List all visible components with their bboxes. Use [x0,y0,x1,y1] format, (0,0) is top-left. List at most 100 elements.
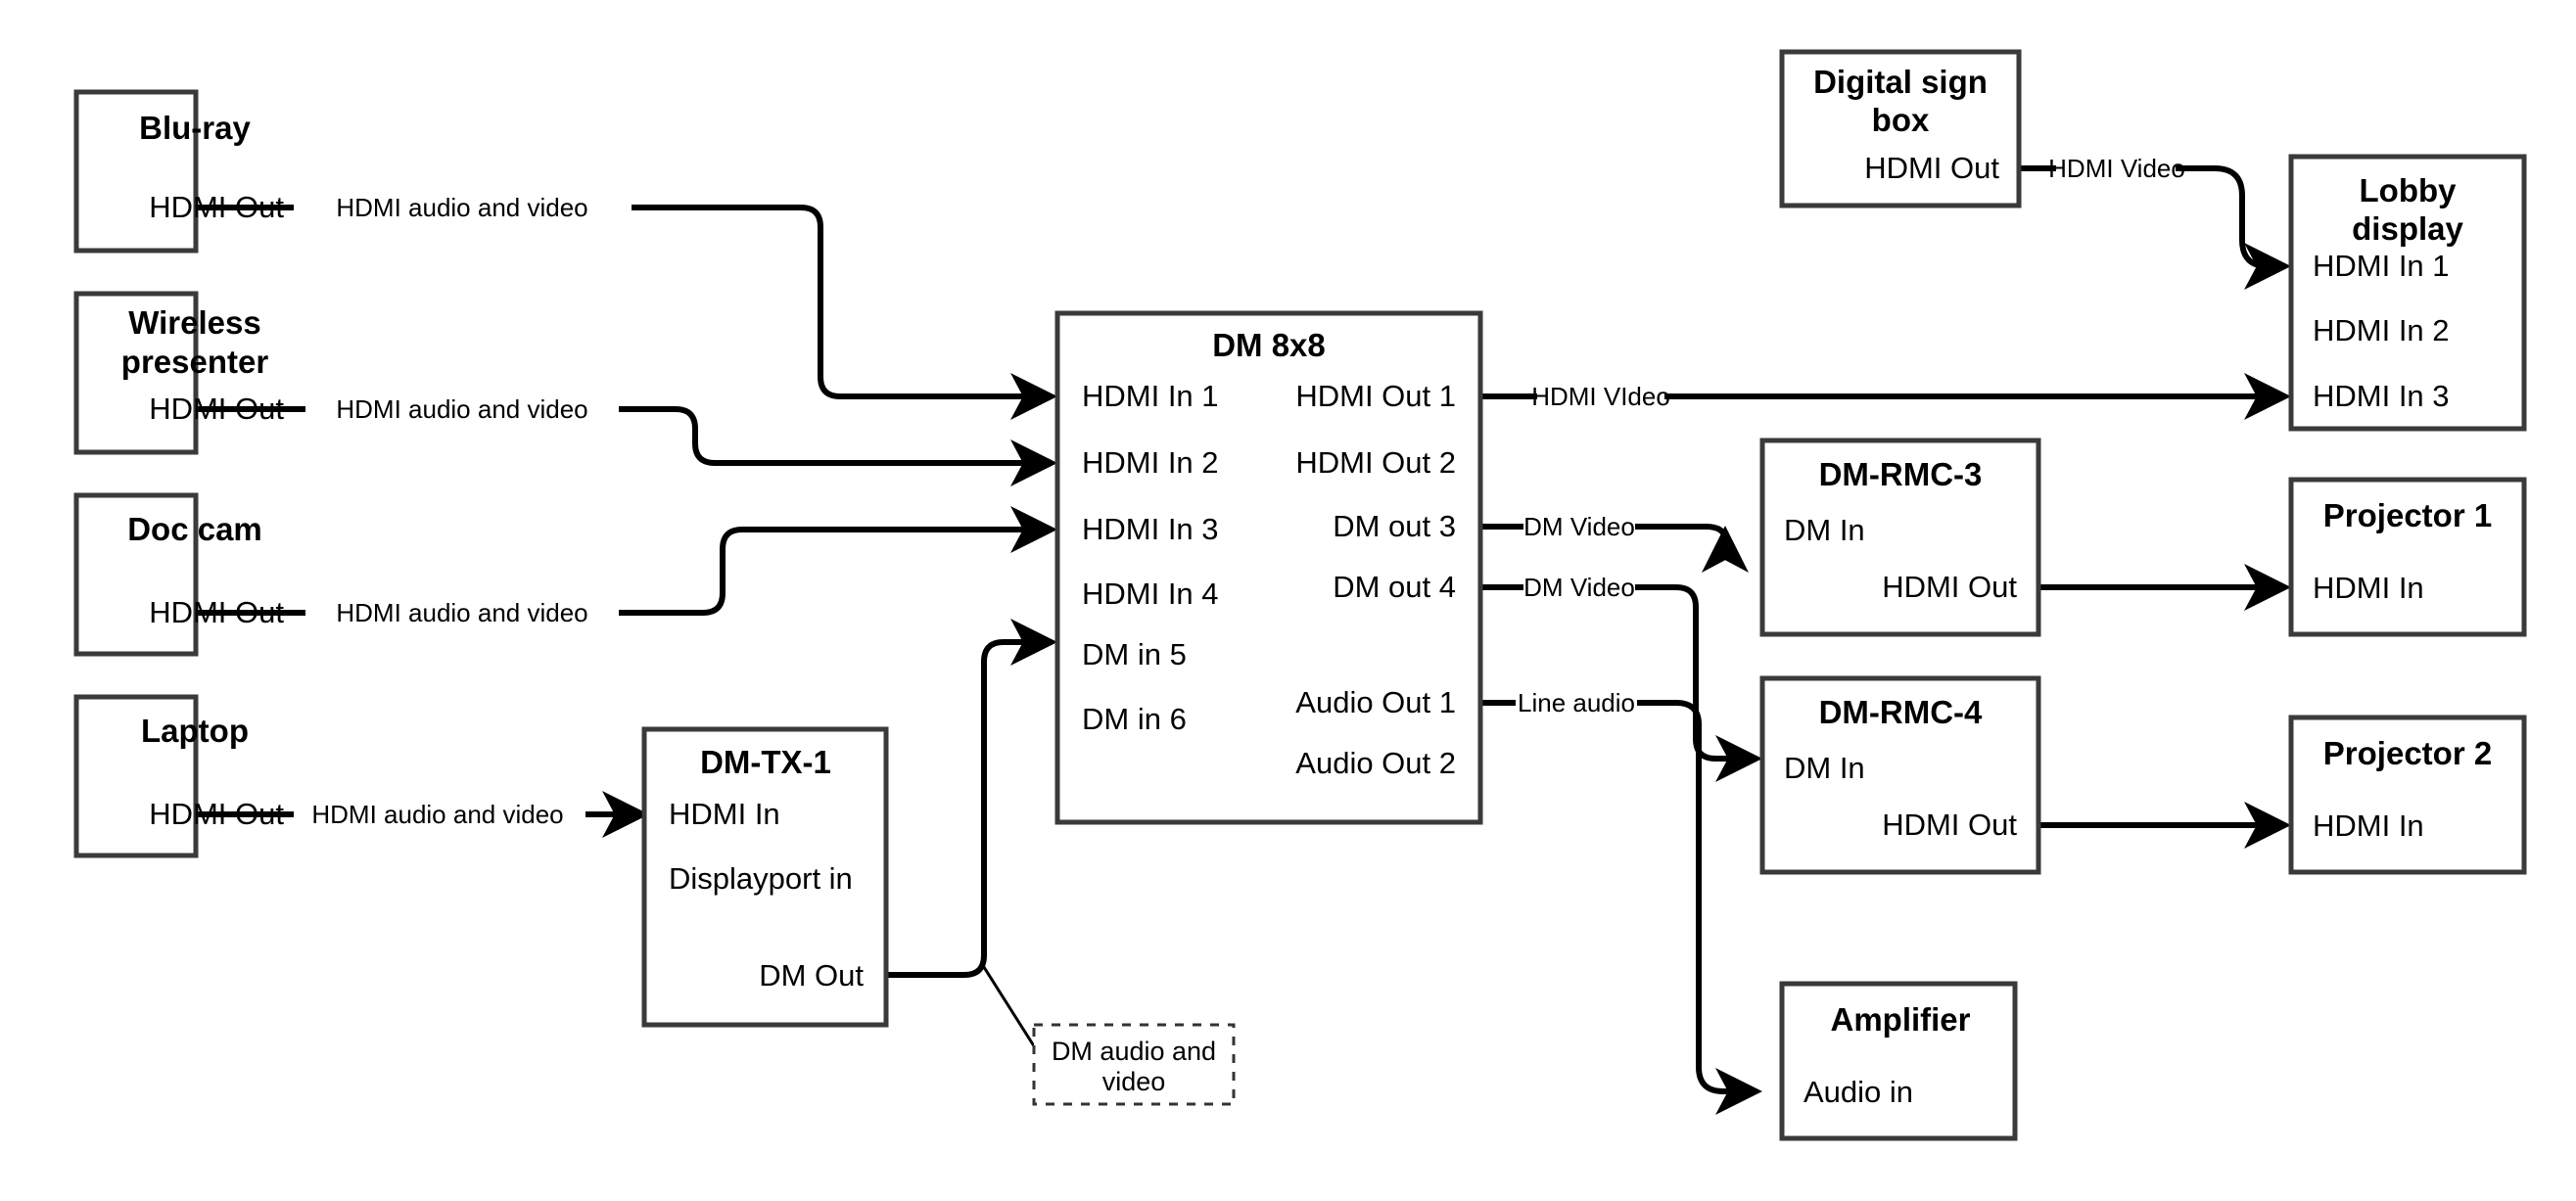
node-box [1779,49,2022,208]
node-box [641,726,889,1028]
port-label-hdmi-in-2: HDMI In 2 [2313,313,2450,347]
edge-wireless-to-hdmi-in-2: HDMI audio and video [196,394,1057,486]
node-box [2288,154,2527,432]
node-laptop[interactable]: Laptop HDMI Out [73,694,284,858]
port-label-hdmi-out: HDMI Out [1882,570,2017,604]
callout-dm-audio-and-video: DM audio and video [1032,1023,1236,1106]
node-box [2288,715,2527,875]
port-label-dm-in: DM In [1784,751,1865,785]
edge-label: HDMI audio and video [311,800,563,829]
edge-path [1635,524,1749,573]
port-label-dm-in: DM In [1784,513,1865,547]
node-title: DM 8x8 [1212,327,1326,363]
edge-label: DM Video [1523,573,1635,602]
port-label-hdmi-in: HDMI In [669,797,780,831]
node-title-line2: display [2352,210,2463,247]
edge-path [1637,700,1762,1115]
port-label-audio-out-1: Audio Out 1 [1295,685,1456,719]
node-wireless-presenter[interactable]: Wireless presenter HDMI Out [73,291,284,455]
port-label-hdmi-out: HDMI Out [149,392,284,426]
callout-label-line1: DM audio and [1052,1037,1216,1066]
edge-path [886,619,1057,978]
port-label-hdmi-out: HDMI Out [149,190,284,224]
edge-hdmi-out-1-to-lobby-hdmi-in-3: HDMI VIdeo [1480,373,2291,420]
port-label-hdmi-out-2: HDMI Out 2 [1295,445,1456,480]
edge-label: HDMI VIdeo [1531,382,1670,411]
port-label-hdmi-in-4: HDMI In 4 [1082,577,1219,611]
port-label-hdmi-in-3: HDMI In 3 [1082,512,1219,546]
node-lobby-display[interactable]: Lobby display HDMI In 1 HDMI In 2 HDMI I… [2288,154,2527,432]
edge-label: HDMI audio and video [336,193,587,222]
node-title: Laptop [141,713,249,749]
edge-path [619,406,1057,486]
node-digital-sign-box[interactable]: Digital sign box HDMI Out [1779,49,2022,208]
port-label-audio-in: Audio in [1803,1075,1913,1109]
edge-label: Line audio [1518,688,1635,717]
port-label-dm-out-3: DM out 3 [1333,509,1456,543]
port-label-displayport-in: Displayport in [669,861,853,896]
port-label-dm-out-4: DM out 4 [1333,570,1456,604]
callout-leader-line [980,963,1040,1053]
edge-label: HDMI audio and video [336,598,587,627]
port-label-hdmi-out: HDMI Out [149,797,284,831]
node-dm-rmc-3[interactable]: DM-RMC-3 DM In HDMI Out [1759,438,2041,637]
edge-label: DM Video [1523,512,1635,541]
node-bluray[interactable]: Blu-ray HDMI Out [73,89,284,254]
node-doc-cam[interactable]: Doc cam HDMI Out [73,492,284,657]
node-box [1054,310,1483,825]
node-title-line2: box [1872,102,1930,138]
port-label-hdmi-in-2: HDMI In 2 [1082,445,1219,480]
edge-path [619,506,1057,616]
edge-dmtx1-to-dm-in-5 [886,619,1057,1053]
port-label-hdmi-out-1: HDMI Out 1 [1295,379,1456,413]
node-title: DM-RMC-3 [1819,456,1983,492]
node-title-line2: presenter [121,344,269,380]
edge-label: HDMI audio and video [336,394,587,424]
node-projector-1[interactable]: Projector 1 HDMI In [2288,477,2527,637]
edge-digitalsign-to-lobby-hdmi-in-1: HDMI Video [2019,154,2291,290]
node-box [73,291,199,455]
edge-path [632,205,1057,420]
port-label-hdmi-in: HDMI In [2313,808,2424,843]
node-title: DM-RMC-4 [1819,694,1983,730]
edge-audio-out-1-to-amplifier: Line audio [1480,688,1762,1115]
node-amplifier[interactable]: Amplifier Audio in [1779,981,2018,1141]
callout-label-line2: video [1102,1067,1166,1096]
edge-doccam-to-hdmi-in-3: HDMI audio and video [196,506,1057,627]
node-title: Doc cam [127,511,262,547]
port-label-hdmi-out: HDMI Out [149,595,284,629]
edge-path [1635,584,1762,782]
port-label-hdmi-in-1: HDMI In 1 [1082,379,1219,413]
node-box [73,694,199,858]
port-label-hdmi-in: HDMI In [2313,571,2424,605]
callout-box [1032,1023,1236,1106]
node-title: Projector 1 [2323,497,2492,533]
port-label-dm-out: DM Out [759,958,864,993]
port-label-hdmi-out: HDMI Out [1882,808,2017,842]
port-label-hdmi-in-1: HDMI In 1 [2313,249,2450,283]
node-title: Blu-ray [139,110,251,146]
node-title-line1: Wireless [128,304,260,341]
node-title-line1: Lobby [2360,172,2458,208]
port-label-hdmi-in-3: HDMI In 3 [2313,379,2450,413]
node-title-line1: Digital sign [1813,64,1988,100]
node-box [73,89,199,254]
node-title: Projector 2 [2323,735,2492,771]
port-label-hdmi-out: HDMI Out [1864,151,1999,185]
node-dm-rmc-4[interactable]: DM-RMC-4 DM In HDMI Out [1759,675,2041,875]
node-box [73,492,199,657]
node-box [1759,438,2041,637]
node-box [2288,477,2527,637]
port-label-dm-in-6: DM in 6 [1082,702,1187,736]
edge-bluray-to-hdmi-in-1: HDMI audio and video [196,193,1057,420]
node-box [1759,675,2041,875]
edge-dm-out-4-to-dmrmc4: DM Video [1480,573,1762,782]
node-dm-8x8[interactable]: DM 8x8 HDMI In 1 HDMI In 2 HDMI In 3 HDM… [1054,310,1483,825]
node-dm-tx-1[interactable]: DM-TX-1 HDMI In Displayport in DM Out [641,726,889,1028]
node-box [1779,981,2018,1141]
node-projector-2[interactable]: Projector 2 HDMI In [2288,715,2527,875]
edge-laptop-to-dmtx1: HDMI audio and video [196,791,649,838]
edge-dm-out-3-to-dmrmc3: DM Video [1480,512,1749,573]
edge-label: HDMI Video [2048,154,2185,183]
